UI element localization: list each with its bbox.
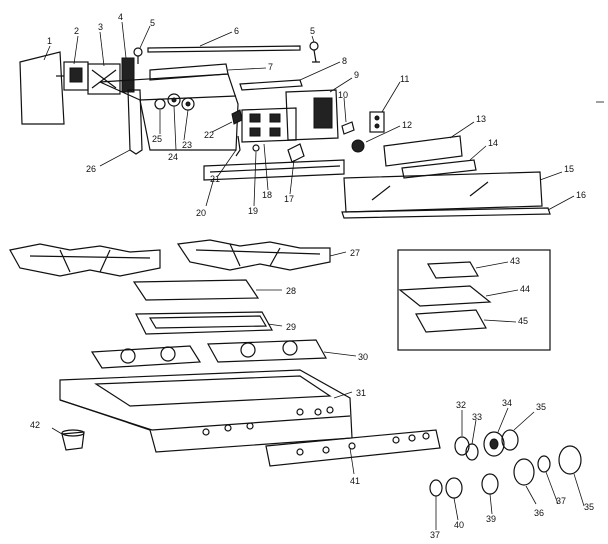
part-knob-37b bbox=[429, 479, 443, 497]
label-30: 30 bbox=[358, 352, 368, 362]
label-33: 33 bbox=[472, 412, 482, 422]
part-spark-electrode bbox=[351, 139, 365, 153]
label-45: 45 bbox=[518, 316, 528, 326]
part-glass-panel bbox=[343, 171, 543, 213]
label-34: 34 bbox=[502, 398, 512, 408]
label-40: 40 bbox=[454, 520, 464, 530]
label-5b: 5 bbox=[310, 26, 315, 36]
label-15: 15 bbox=[564, 164, 574, 174]
label-3: 3 bbox=[98, 22, 103, 32]
label-13: 13 bbox=[476, 114, 486, 124]
label-42: 42 bbox=[30, 420, 40, 430]
part-burner-plate bbox=[135, 311, 274, 335]
label-35a: 35 bbox=[536, 402, 546, 412]
label-6: 6 bbox=[234, 26, 239, 36]
label-2: 2 bbox=[74, 26, 79, 36]
label-9: 9 bbox=[354, 70, 359, 80]
part-bracket bbox=[87, 63, 121, 95]
part-cap-cup bbox=[61, 429, 85, 451]
part-knob-35a bbox=[501, 429, 519, 451]
part-bracket-plate bbox=[369, 111, 385, 133]
label-19: 19 bbox=[248, 206, 258, 216]
label-28: 28 bbox=[286, 286, 296, 296]
label-14: 14 bbox=[488, 138, 498, 148]
part-knob-34 bbox=[483, 431, 505, 457]
part-knob-32 bbox=[454, 436, 470, 456]
label-16: 16 bbox=[576, 190, 586, 200]
label-22: 22 bbox=[204, 130, 214, 140]
part-clip bbox=[121, 57, 135, 93]
part-cooktop bbox=[59, 369, 353, 453]
label-23: 23 bbox=[182, 140, 192, 150]
label-18: 18 bbox=[262, 190, 272, 200]
label-7: 7 bbox=[268, 62, 273, 72]
part-drip-tray bbox=[132, 279, 260, 301]
leader-lines bbox=[43, 21, 585, 530]
label-27: 27 bbox=[350, 248, 360, 258]
label-25: 25 bbox=[152, 134, 162, 144]
label-17: 17 bbox=[284, 194, 294, 204]
part-inset-43 bbox=[426, 261, 480, 279]
label-44: 44 bbox=[520, 284, 530, 294]
part-front-rail-line bbox=[209, 165, 341, 173]
label-5a: 5 bbox=[150, 18, 155, 28]
part-grates bbox=[9, 239, 331, 277]
part-knob-37a bbox=[537, 455, 551, 473]
label-29: 29 bbox=[286, 322, 296, 332]
part-thermocouple bbox=[235, 135, 241, 157]
callout-labels: 1 2 3 4 5 6 5 7 8 9 10 11 12 13 14 15 16… bbox=[30, 12, 594, 540]
label-11: 11 bbox=[400, 74, 409, 84]
part-inset-44 bbox=[398, 285, 492, 307]
part-screw-left bbox=[133, 47, 143, 64]
label-4: 4 bbox=[118, 12, 123, 22]
part-knob-36 bbox=[513, 458, 535, 486]
part-knob-39 bbox=[481, 473, 499, 495]
label-20: 20 bbox=[196, 208, 206, 218]
part-small-screw bbox=[252, 144, 260, 152]
part-connector bbox=[231, 109, 243, 125]
label-21: 21 bbox=[210, 174, 220, 184]
part-knob-clip bbox=[341, 121, 355, 135]
label-37a: 37 bbox=[556, 496, 566, 506]
part-valve-25 bbox=[154, 98, 166, 110]
label-12: 12 bbox=[402, 120, 412, 130]
label-39: 39 bbox=[486, 514, 496, 524]
label-37b: 37 bbox=[430, 530, 440, 540]
part-bar bbox=[401, 159, 477, 179]
part-inlet-pipe bbox=[127, 89, 143, 155]
label-32: 32 bbox=[456, 400, 466, 410]
label-41: 41 bbox=[350, 476, 360, 486]
part-top-trim bbox=[149, 63, 229, 81]
label-26: 26 bbox=[86, 164, 96, 174]
part-knob-35b bbox=[558, 445, 582, 475]
part-knob-40 bbox=[445, 477, 463, 499]
part-switch bbox=[287, 143, 305, 163]
part-screw-right bbox=[309, 41, 320, 63]
label-24: 24 bbox=[168, 152, 178, 162]
part-front-rail bbox=[203, 159, 345, 181]
label-1: 1 bbox=[47, 36, 52, 46]
part-ignition-module bbox=[285, 89, 339, 141]
label-36: 36 bbox=[534, 508, 544, 518]
label-35b: 35 bbox=[584, 502, 594, 512]
part-gasket-strip bbox=[239, 79, 303, 91]
part-lens bbox=[383, 135, 463, 167]
part-rod bbox=[147, 45, 301, 53]
part-valve-23 bbox=[181, 97, 195, 111]
inset-frame bbox=[397, 249, 551, 351]
label-43: 43 bbox=[510, 256, 520, 266]
part-valve-24 bbox=[167, 93, 181, 107]
part-control-strip bbox=[265, 429, 441, 467]
label-31: 31 bbox=[356, 388, 366, 398]
part-trim-strip bbox=[341, 207, 551, 219]
label-8: 8 bbox=[342, 56, 347, 66]
label-10: 10 bbox=[338, 90, 348, 100]
part-back-panel bbox=[19, 51, 65, 125]
part-manifold-housing bbox=[99, 73, 239, 151]
part-control-panel bbox=[241, 107, 297, 143]
part-burner-bowls bbox=[90, 339, 327, 369]
part-inset-45 bbox=[415, 309, 487, 333]
